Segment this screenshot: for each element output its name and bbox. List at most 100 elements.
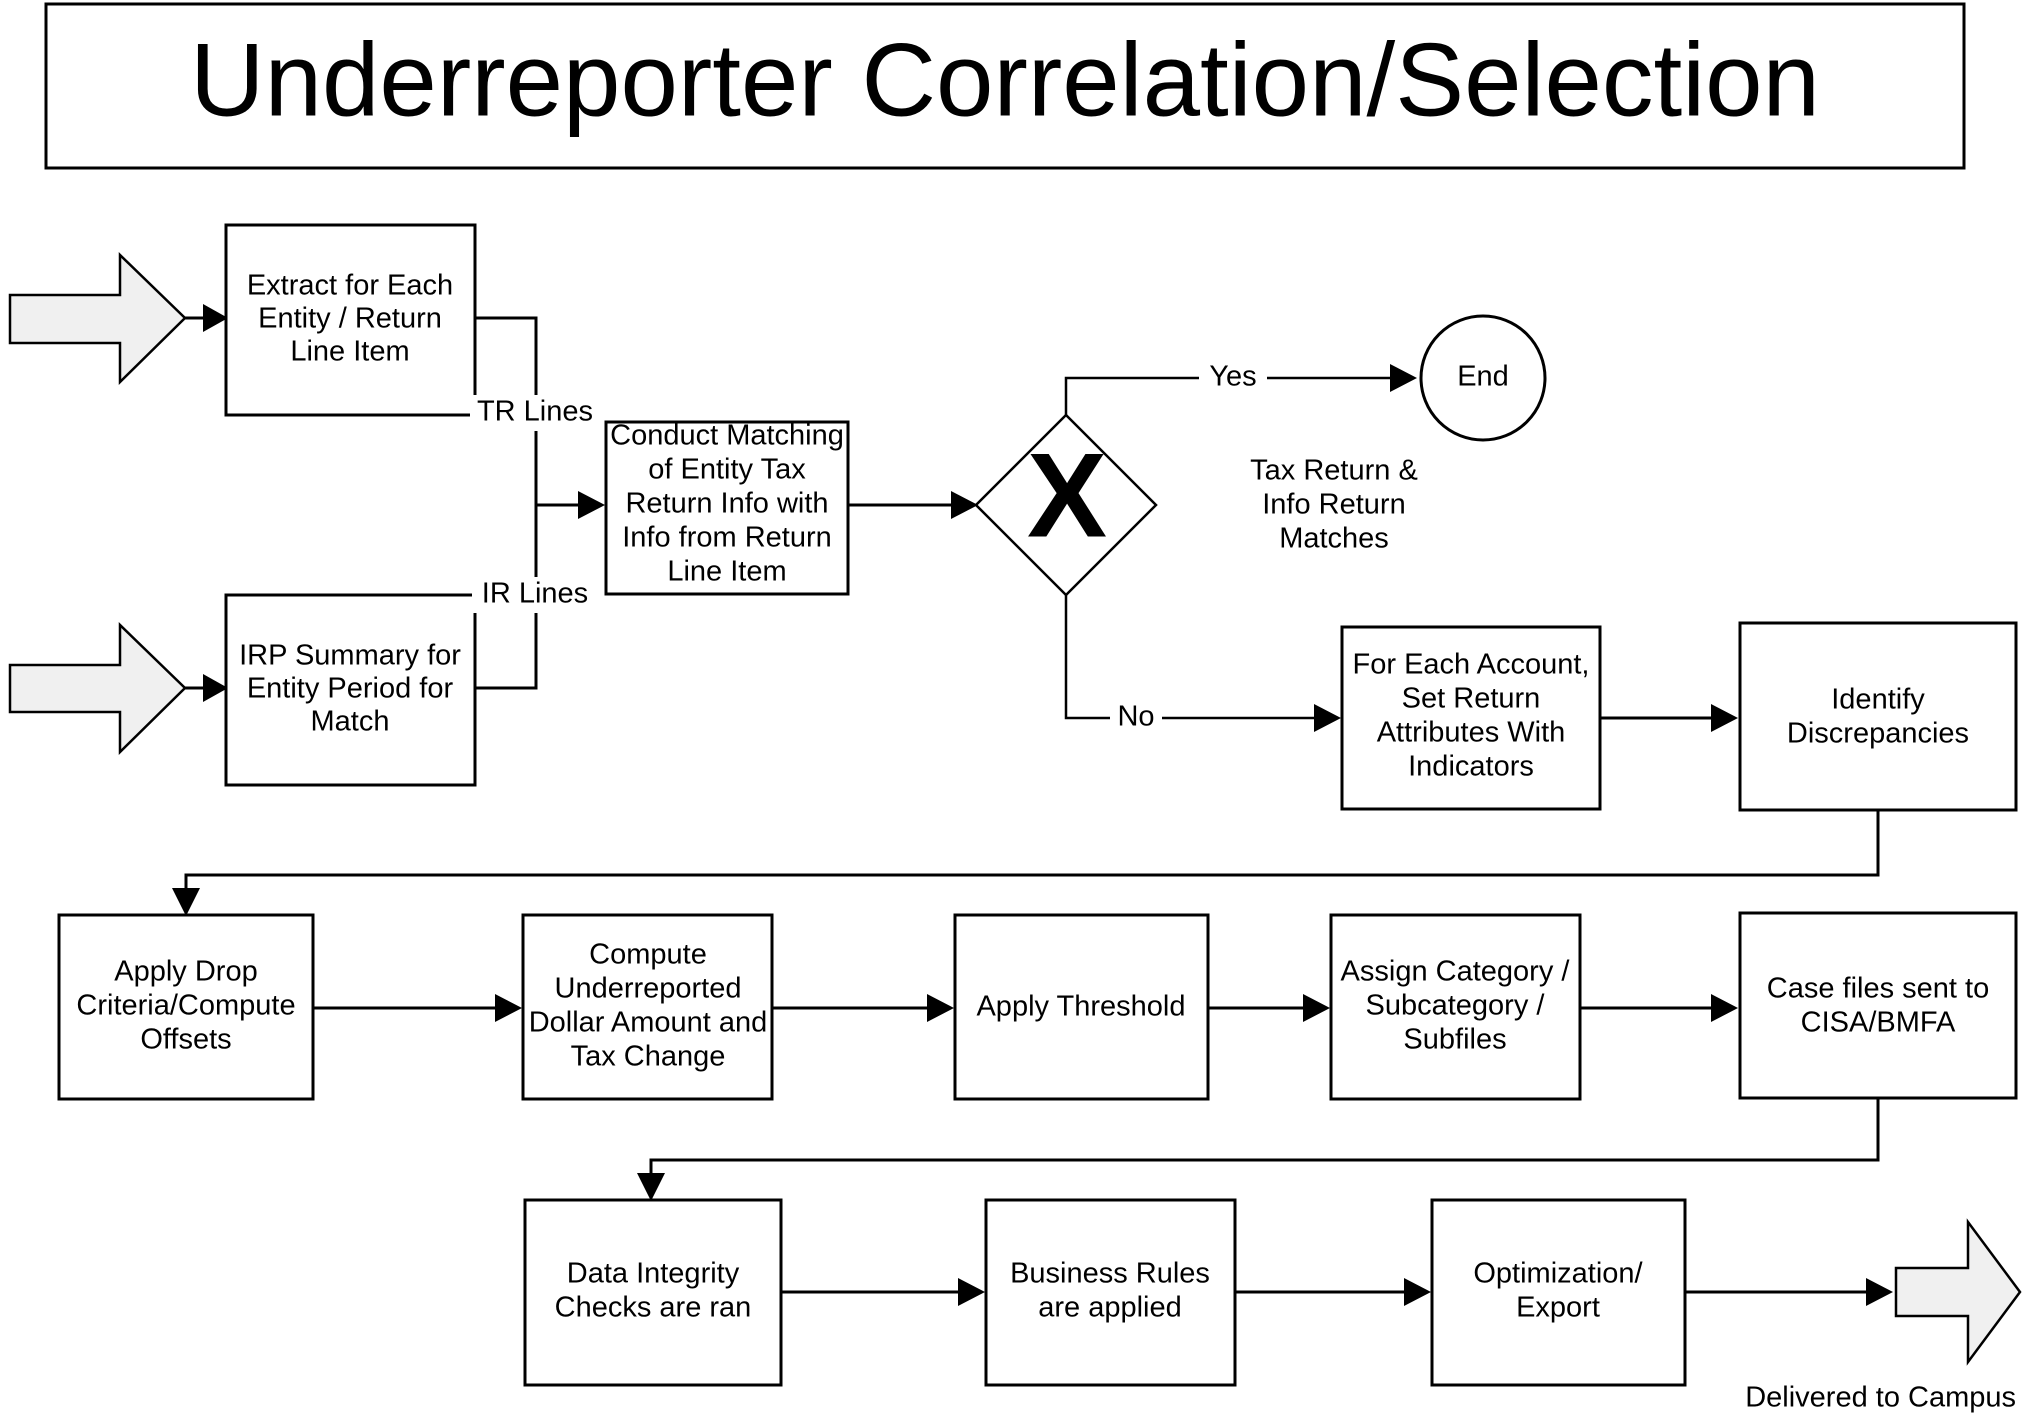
node-set-return-attributes[interactable]: For Each Account, Set Return Attributes … [1340, 625, 1602, 811]
node-data-integrity[interactable]: Data Integrity Checks are ran [523, 1198, 783, 1387]
node-business-rules[interactable]: Business Rules are applied [984, 1198, 1237, 1387]
connector-junction-to-matching [536, 491, 605, 519]
node-irp-summary-box[interactable] [224, 593, 477, 787]
tr-lines-label-bg [470, 395, 600, 431]
ir-lines-label: IR Lines [482, 578, 588, 610]
node-identify-line-0: Identify [1831, 684, 1925, 716]
node-optimization-line-1: Export [1516, 1292, 1600, 1324]
tr-lines-label: TR Lines [477, 396, 593, 428]
node-extract-box[interactable] [224, 223, 477, 417]
node-irp-line-2: Match [311, 706, 390, 738]
connector-yes-to-end [1064, 364, 1417, 415]
node-case-files-box[interactable] [1738, 911, 2018, 1100]
node-compute-line-0: Compute [589, 939, 707, 971]
connector-input-to-extract [185, 304, 228, 332]
node-attributes-line-3: Indicators [1408, 751, 1534, 783]
connector-input-to-irp [185, 674, 228, 702]
node-integrity-line-0: Data Integrity [567, 1258, 740, 1290]
delivered-to-campus-label: Delivered to Campus [1745, 1382, 2016, 1414]
title-banner: Underreporter Correlation/Selection [44, 2, 1966, 170]
decision-x-mark: X [1027, 429, 1106, 563]
node-extract[interactable]: Extract for Each Entity / Return Line It… [224, 223, 477, 417]
node-apply-threshold[interactable]: Apply Threshold [953, 913, 1210, 1101]
node-drop-line-2: Offsets [140, 1024, 231, 1056]
node-irp-summary[interactable]: IRP Summary for Entity Period for Match [224, 593, 477, 787]
node-decision[interactable]: X [974, 413, 1158, 597]
node-end[interactable]: End [1419, 314, 1547, 442]
input-arrow-shape [8, 252, 187, 385]
node-attributes-line-2: Attributes With [1377, 717, 1566, 749]
node-conduct-matching[interactable]: Conduct Matching of Entity Tax Return In… [604, 420, 850, 596]
connector-rules-to-optimization [1235, 1278, 1431, 1306]
node-compute-underreported-box[interactable] [521, 913, 774, 1101]
node-assign-category-box[interactable] [1329, 913, 1582, 1101]
node-optimization-export[interactable]: Optimization/ Export [1430, 1198, 1687, 1387]
input-arrow-top [8, 252, 187, 385]
connector-integrity-to-rules [781, 1278, 985, 1306]
node-matching-line-2: Return Info with [625, 488, 828, 520]
no-label: No [1117, 701, 1154, 733]
edge-label-tr-lines: TR Lines [470, 395, 600, 431]
connector-optimization-to-output [1685, 1278, 1893, 1306]
connector-ir-lines [475, 505, 538, 690]
node-decision-shape[interactable] [974, 413, 1158, 597]
node-compute-line-2: Dollar Amount and [529, 1007, 768, 1039]
input-arrow-shape-2 [8, 622, 187, 755]
node-assign-line-1: Subcategory / [1366, 990, 1546, 1022]
yes-label: Yes [1209, 361, 1256, 393]
node-irp-line-1: Entity Period for [247, 673, 454, 705]
node-end-label: End [1457, 361, 1509, 393]
node-matching-line-3: Info from Return [622, 522, 832, 554]
connector-casefiles-to-integrity [637, 1098, 1880, 1201]
node-integrity-line-1: Checks are ran [555, 1292, 752, 1324]
node-end-circle[interactable] [1419, 314, 1547, 442]
node-case-files[interactable]: Case files sent to CISA/BMFA [1738, 911, 2018, 1100]
connector-assign-to-casefiles [1580, 994, 1738, 1022]
node-optimization-export-box[interactable] [1430, 1198, 1687, 1387]
node-assign-line-0: Assign Category / [1341, 956, 1571, 988]
node-matching-line-1: of Entity Tax [648, 454, 806, 486]
node-matching-line-0: Conduct Matching [610, 420, 844, 452]
node-assign-category[interactable]: Assign Category / Subcategory / Subfiles [1329, 913, 1582, 1101]
node-business-rules-box[interactable] [984, 1198, 1237, 1387]
connector-compute-to-threshold [772, 994, 954, 1022]
node-set-return-attributes-box[interactable] [1340, 625, 1602, 811]
no-label-bg [1110, 700, 1162, 736]
connector-attributes-to-identify [1600, 704, 1738, 732]
node-extract-line-2: Line Item [290, 336, 409, 368]
label-delivered-to-campus: Delivered to Campus [1745, 1382, 2016, 1414]
match-note-line-0: Tax Return & [1250, 455, 1418, 487]
node-irp-line-0: IRP Summary for [239, 640, 461, 672]
label-match-note: Tax Return & Info Return Matches [1250, 455, 1418, 555]
node-data-integrity-box[interactable] [523, 1198, 783, 1387]
node-apply-drop-criteria[interactable]: Apply Drop Criteria/Compute Offsets [57, 913, 315, 1101]
node-extract-line-1: Entity / Return [258, 303, 442, 335]
node-drop-line-0: Apply Drop [114, 956, 257, 988]
node-compute-underreported[interactable]: Compute Underreported Dollar Amount and … [521, 913, 774, 1101]
output-arrow [1894, 1218, 2022, 1366]
node-assign-line-2: Subfiles [1403, 1024, 1506, 1056]
connector-tr-lines [475, 316, 538, 505]
node-apply-threshold-box[interactable] [953, 913, 1210, 1101]
output-arrow-shape [1894, 1218, 2022, 1366]
node-extract-line-0: Extract for Each [247, 270, 453, 302]
ir-lines-label-bg [472, 577, 598, 613]
edge-label-ir-lines: IR Lines [472, 577, 598, 613]
node-conduct-matching-box[interactable] [604, 420, 850, 596]
title-frame [44, 2, 1966, 170]
node-identify-discrepancies[interactable]: Identify Discrepancies [1738, 621, 2018, 812]
connector-no-to-attributes [1064, 595, 1341, 732]
connector-drop-to-compute [313, 994, 522, 1022]
node-apply-drop-criteria-box[interactable] [57, 913, 315, 1101]
node-identify-discrepancies-box[interactable] [1738, 621, 2018, 812]
page-title: Underreporter Correlation/Selection [190, 22, 1820, 138]
node-matching-line-4: Line Item [667, 556, 786, 588]
match-note-line-2: Matches [1279, 523, 1389, 555]
node-compute-line-1: Underreported [555, 973, 742, 1005]
node-casefiles-line-0: Case files sent to [1767, 973, 1989, 1005]
node-rules-line-0: Business Rules [1010, 1258, 1210, 1290]
edge-label-yes: Yes [1199, 360, 1267, 396]
connector-matching-to-decision [848, 491, 978, 519]
